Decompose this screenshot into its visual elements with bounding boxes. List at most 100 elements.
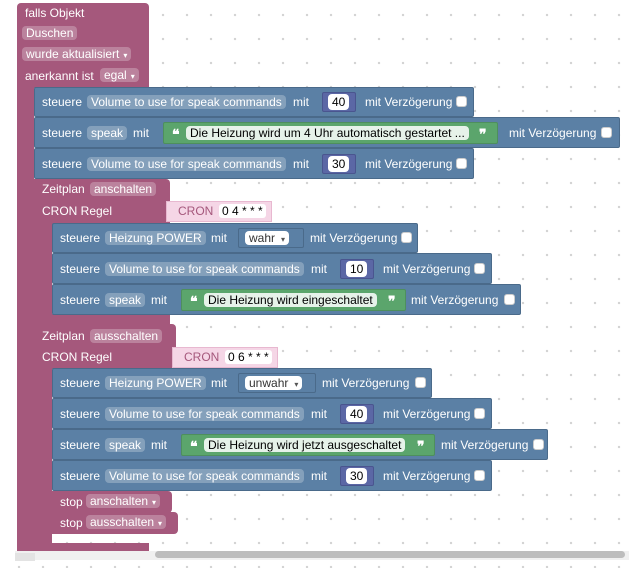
number-value[interactable]: 10 xyxy=(346,261,368,277)
event-ack-label: anerkannt ist xyxy=(25,69,94,83)
bool-value: wahr xyxy=(249,231,276,245)
open-quote-icon: ❝ xyxy=(190,438,198,454)
delay-checkbox[interactable] xyxy=(504,294,515,305)
open-quote-icon: ❝ xyxy=(172,126,180,142)
bool-dropdown[interactable]: unwahr▾ xyxy=(245,376,303,390)
chevron-down-icon: ▾ xyxy=(281,235,286,244)
delay-label: mit Verzögerung xyxy=(383,262,471,276)
cron-tag: CRON xyxy=(184,350,220,364)
bool-dropdown[interactable]: wahr ▾ xyxy=(245,231,290,245)
schedule-off-label: Zeitplan xyxy=(42,329,85,343)
bool-block[interactable]: wahr ▾ xyxy=(238,228,304,248)
schedule-block-on[interactable] xyxy=(34,179,170,225)
number-value[interactable]: 30 xyxy=(328,156,350,172)
control-target-field[interactable]: Volume to use for speak commands xyxy=(87,95,286,109)
cron-value[interactable]: 0 6 * * * xyxy=(225,350,272,364)
event-falls-label: falls Objekt xyxy=(25,6,85,20)
control-target-field[interactable]: Heizung POWER xyxy=(105,231,206,245)
control-target-field[interactable]: Heizung POWER xyxy=(105,376,206,390)
control-block-speak-on[interactable]: steuere speak mit ❝ Die Heizung wird ein… xyxy=(52,284,521,315)
cron-off-block[interactable]: CRON 0 6 * * * xyxy=(172,347,278,368)
mit-label: mit xyxy=(311,407,327,421)
schedule-on-name[interactable]: anschalten xyxy=(90,182,157,196)
text-value[interactable]: Die Heizung wird um 4 Uhr automatisch ge… xyxy=(186,126,469,140)
schedule-off-name[interactable]: ausschalten xyxy=(90,329,163,343)
control-target-field[interactable]: speak xyxy=(105,293,146,307)
cron-value[interactable]: 0 4 * * * xyxy=(219,204,266,218)
number-block[interactable]: 30 xyxy=(322,154,356,174)
text-value[interactable]: Die Heizung wird eingeschaltet xyxy=(204,293,377,307)
number-value[interactable]: 30 xyxy=(346,468,368,484)
control-block-speak-off[interactable]: steuere speak mit ❝ Die Heizung wird jet… xyxy=(52,429,548,460)
delay-checkbox[interactable] xyxy=(401,232,412,243)
event-trigger-value: wurde aktualisiert xyxy=(26,47,120,61)
number-value[interactable]: 40 xyxy=(328,94,350,110)
event-block[interactable] xyxy=(17,3,149,88)
event-ack-value: egal xyxy=(104,68,127,82)
cron-off-label: CRON Regel xyxy=(42,350,113,364)
event-block-spine xyxy=(17,86,34,550)
control-block-volume-1[interactable]: steuere Volume to use for speak commands… xyxy=(34,87,474,117)
control-block-heizung-off[interactable]: steuere Heizung POWER mit unwahr▾ mit Ve… xyxy=(52,368,432,398)
open-quote-icon: ❝ xyxy=(190,293,198,309)
event-object-field[interactable]: Duschen xyxy=(22,26,78,40)
control-block-volume-on[interactable]: steuere Volume to use for speak commands… xyxy=(52,253,492,284)
text-value[interactable]: Die Heizung wird jetzt ausgeschaltet xyxy=(204,438,406,452)
mit-label: mit xyxy=(151,293,167,307)
delay-checkbox[interactable] xyxy=(601,127,612,138)
control-target-field[interactable]: speak xyxy=(105,438,146,452)
control-block-volume-2[interactable]: steuere Volume to use for speak commands… xyxy=(34,148,474,179)
control-block-volume-off-2[interactable]: steuere Volume to use for speak commands… xyxy=(52,460,492,491)
chevron-down-icon: ▾ xyxy=(158,519,163,528)
text-block[interactable]: ❝ Die Heizung wird jetzt ausgeschaltet ❞ xyxy=(181,434,435,456)
control-target-field[interactable]: Volume to use for speak commands xyxy=(87,157,286,171)
stop-label: stop xyxy=(60,516,83,530)
delay-checkbox[interactable] xyxy=(415,377,426,388)
text-block[interactable]: ❝ Die Heizung wird um 4 Uhr automatisch … xyxy=(163,122,498,144)
control-target-field[interactable]: Volume to use for speak commands xyxy=(105,407,304,421)
cron-on-block[interactable]: CRON 0 4 * * * xyxy=(166,201,272,222)
cron-on-label: CRON Regel xyxy=(42,204,113,218)
text-block[interactable]: ❝ Die Heizung wird eingeschaltet ❞ xyxy=(181,289,406,311)
steuere-label: steuere xyxy=(60,376,101,390)
steuere-label: steuere xyxy=(42,126,83,140)
number-block[interactable]: 10 xyxy=(340,259,374,279)
control-block-volume-off-1[interactable]: steuere Volume to use for speak commands… xyxy=(52,398,492,429)
control-target-field[interactable]: Volume to use for speak commands xyxy=(105,469,304,483)
delay-label: mit Verzögerung xyxy=(322,376,410,390)
mit-label: mit xyxy=(293,157,309,171)
number-block[interactable]: 30 xyxy=(340,466,374,486)
event-trigger-dropdown[interactable]: wurde aktualisiert▾ xyxy=(22,47,132,61)
schedule-off-spine xyxy=(34,368,52,492)
number-block[interactable]: 40 xyxy=(340,404,374,424)
delay-checkbox[interactable] xyxy=(474,470,485,481)
control-target-field[interactable]: Volume to use for speak commands xyxy=(105,262,304,276)
delay-checkbox[interactable] xyxy=(533,439,544,450)
delay-checkbox[interactable] xyxy=(456,96,467,107)
mit-label: mit xyxy=(151,438,167,452)
event-ack-dropdown[interactable]: egal▾ xyxy=(100,68,139,82)
steuere-label: steuere xyxy=(60,438,101,452)
delay-checkbox[interactable] xyxy=(474,263,485,274)
schedule-off-footer xyxy=(34,490,52,544)
stop-dropdown[interactable]: anschalten▾ xyxy=(86,494,161,508)
horizontal-scrollbar-thumb[interactable] xyxy=(155,551,625,558)
control-target-field[interactable]: speak xyxy=(87,126,128,140)
stop-dropdown[interactable]: ausschalten▾ xyxy=(86,515,167,529)
delay-checkbox[interactable] xyxy=(456,158,467,169)
delay-label: mit Verzögerung xyxy=(411,293,499,307)
schedule-on-footer xyxy=(34,314,170,324)
close-quote-icon: ❞ xyxy=(417,438,425,454)
bool-block[interactable]: unwahr▾ xyxy=(238,373,316,393)
control-block-speak-1[interactable]: steuere speak mit ❝ Die Heizung wird um … xyxy=(34,117,620,148)
number-block[interactable]: 40 xyxy=(322,92,356,112)
stop-block-off[interactable]: stop ausschalten▾ xyxy=(52,512,178,534)
schedule-block-off[interactable] xyxy=(34,324,176,369)
control-block-heizung-on[interactable]: steuere Heizung POWER mit wahr▾ mit Verz… xyxy=(52,223,418,253)
mit-label: mit xyxy=(211,376,227,390)
number-value[interactable]: 40 xyxy=(346,406,368,422)
stop-block-on[interactable]: stop anschalten▾ xyxy=(52,491,172,513)
delay-checkbox[interactable] xyxy=(474,408,485,419)
bool-value: unwahr xyxy=(249,376,289,390)
delay-label: mit Verzögerung xyxy=(441,438,529,452)
